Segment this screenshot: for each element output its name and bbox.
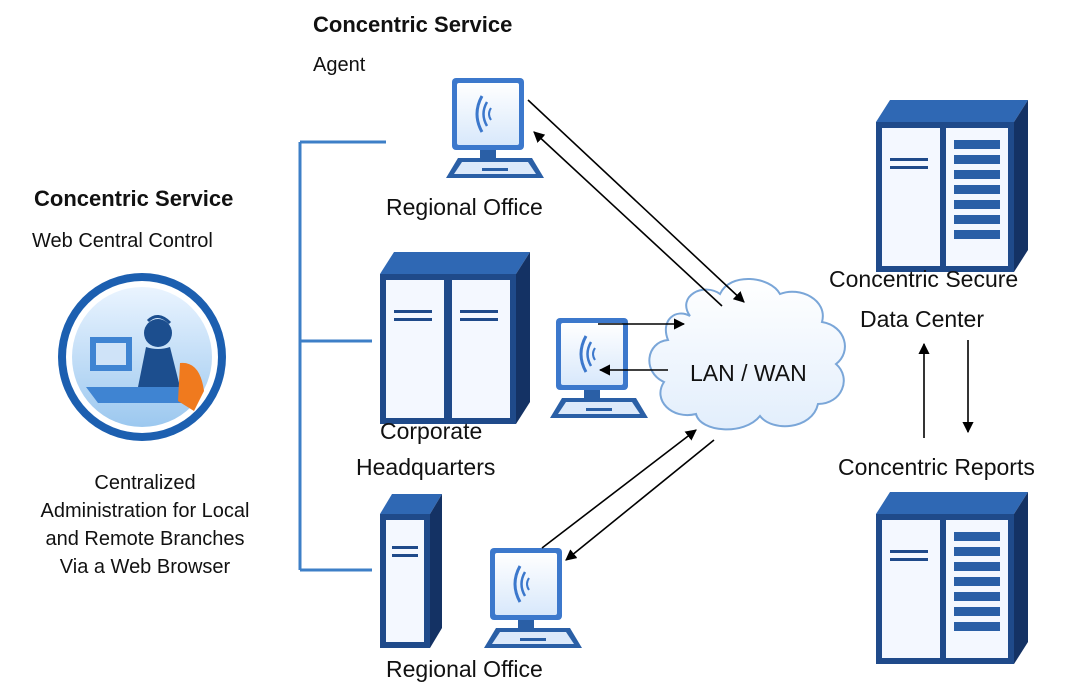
computer-icon: [482, 546, 584, 650]
web-control-description-line: Via a Web Browser: [59, 556, 231, 578]
corporate-label-line1: Corporate: [380, 418, 483, 444]
data-center-label-line1: Concentric Secure: [829, 266, 1019, 292]
server-tower-icon: [380, 252, 530, 424]
computer-icon: [548, 316, 650, 420]
server-tower-icon: [876, 492, 1028, 664]
arrow: [533, 131, 723, 307]
agent-title: Concentric Service: [313, 12, 513, 37]
web-control-title: Concentric Service: [34, 186, 234, 211]
web-control-description-line: and Remote Branches: [45, 528, 245, 550]
computer-icon: [444, 76, 546, 180]
arrow: [527, 99, 745, 303]
server-tower-icon: [380, 494, 442, 648]
regional-office-top-label: Regional Office: [386, 194, 543, 220]
arrow: [541, 429, 697, 549]
cloud-icon: [648, 278, 846, 431]
web-control-subtitle: Web Central Control: [32, 230, 213, 252]
reports-label: Concentric Reports: [838, 454, 1035, 480]
data-center-label-line2: Data Center: [860, 306, 985, 332]
server-tower-icon: [876, 100, 1028, 272]
arrow: [565, 439, 715, 561]
web-control-description-line: Administration for Local: [40, 500, 250, 522]
regional-office-bottom-label: Regional Office: [386, 656, 543, 682]
network-label: LAN / WAN: [690, 360, 807, 386]
agent-subtitle: Agent: [313, 54, 366, 76]
web-control-description-line: Centralized: [94, 472, 196, 494]
connector-bracket: [298, 140, 386, 572]
corporate-label-line2: Headquarters: [356, 454, 496, 480]
headset-agent-icon: [58, 273, 226, 441]
